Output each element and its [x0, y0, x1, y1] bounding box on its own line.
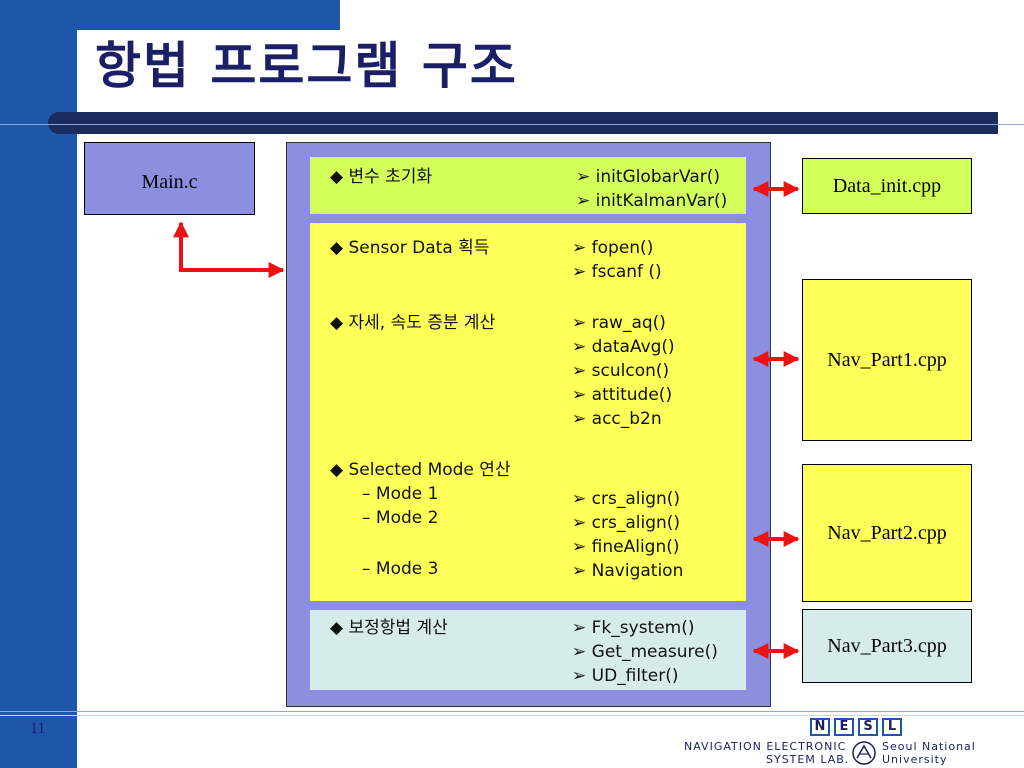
title-panel: [77, 30, 1024, 124]
init-label: ◆ 변수 초기화: [330, 167, 433, 187]
navigation-panel: [310, 223, 746, 601]
footer-rule: [0, 711, 1024, 712]
university-name-line2: University: [882, 753, 948, 766]
function-item: ➢ Get_measure(): [572, 642, 718, 662]
function-item: ➢ fopen(): [572, 238, 654, 258]
lab-name-line2: SYSTEM LAB.: [766, 753, 850, 766]
correction-panel: [310, 610, 746, 690]
correction-label: ◆ 보정항법 계산: [330, 618, 448, 638]
nav-part1-box: Nav_Part1.cpp: [802, 279, 972, 441]
function-item: ➢ attitude(): [572, 385, 673, 405]
function-item: ➢ dataAvg(): [572, 337, 675, 357]
function-item: ➢ fineAlign(): [572, 537, 680, 557]
function-item: ➢ sculcon(): [572, 361, 670, 381]
top-accent-band: [0, 0, 340, 30]
slide-title: 항법 프로그램 구조: [95, 37, 518, 95]
function-item: ➢ Navigation: [572, 561, 684, 581]
nav-part2-box: Nav_Part2.cpp: [802, 464, 972, 602]
nav-part3-box: Nav_Part3.cpp: [802, 609, 972, 683]
mode-item: – Mode 2: [362, 508, 439, 528]
data-init-box: Data_init.cpp: [802, 158, 972, 214]
function-item: ➢ acc_b2n: [572, 409, 662, 429]
footer-rule-light: [0, 715, 1024, 716]
title-rule: [0, 124, 1024, 125]
logo-letter: N: [810, 718, 830, 736]
lab-name-line1: NAVIGATION ELECTRONIC: [684, 740, 847, 753]
nav-part1-label: Nav_Part1.cpp: [827, 348, 947, 371]
university-emblem-icon: [852, 741, 876, 765]
logo-letter: E: [834, 718, 854, 736]
logo-letter: L: [882, 718, 902, 736]
sensor-label: ◆ Sensor Data 획득: [330, 238, 490, 258]
main-to-container-arrow: [173, 221, 285, 278]
mode-item: – Mode 3: [362, 559, 439, 579]
university-name-line1: Seoul National: [882, 740, 976, 753]
attitude-label: ◆ 자세, 속도 증분 계산: [330, 313, 496, 333]
init-panel: [310, 157, 746, 214]
function-item: ➢ initGlobarVar(): [576, 167, 721, 187]
data-init-label: Data_init.cpp: [832, 174, 942, 197]
function-item: ➢ initKalmanVar(): [576, 191, 728, 211]
page-number: 11: [30, 720, 46, 737]
nav-part3-label: Nav_Part3.cpp: [827, 634, 947, 657]
logo-letter: S: [858, 718, 878, 736]
nav-part2-label: Nav_Part2.cpp: [827, 521, 947, 544]
mode-item: – Mode 1: [362, 484, 439, 504]
function-item: ➢ fscanf (): [572, 262, 662, 282]
function-item: ➢ raw_aq(): [572, 313, 666, 333]
function-item: ➢ crs_align(): [572, 489, 681, 509]
function-item: ➢ crs_align(): [572, 513, 681, 533]
function-item: ➢ Fk_system(): [572, 618, 695, 638]
function-item: ➢ UD_filter(): [572, 666, 679, 686]
mode-label: ◆ Selected Mode 연산: [330, 460, 511, 480]
title-underline-bar: [48, 112, 998, 134]
main-c-box: Main.c: [84, 142, 255, 215]
main-c-label: Main.c: [141, 171, 198, 193]
